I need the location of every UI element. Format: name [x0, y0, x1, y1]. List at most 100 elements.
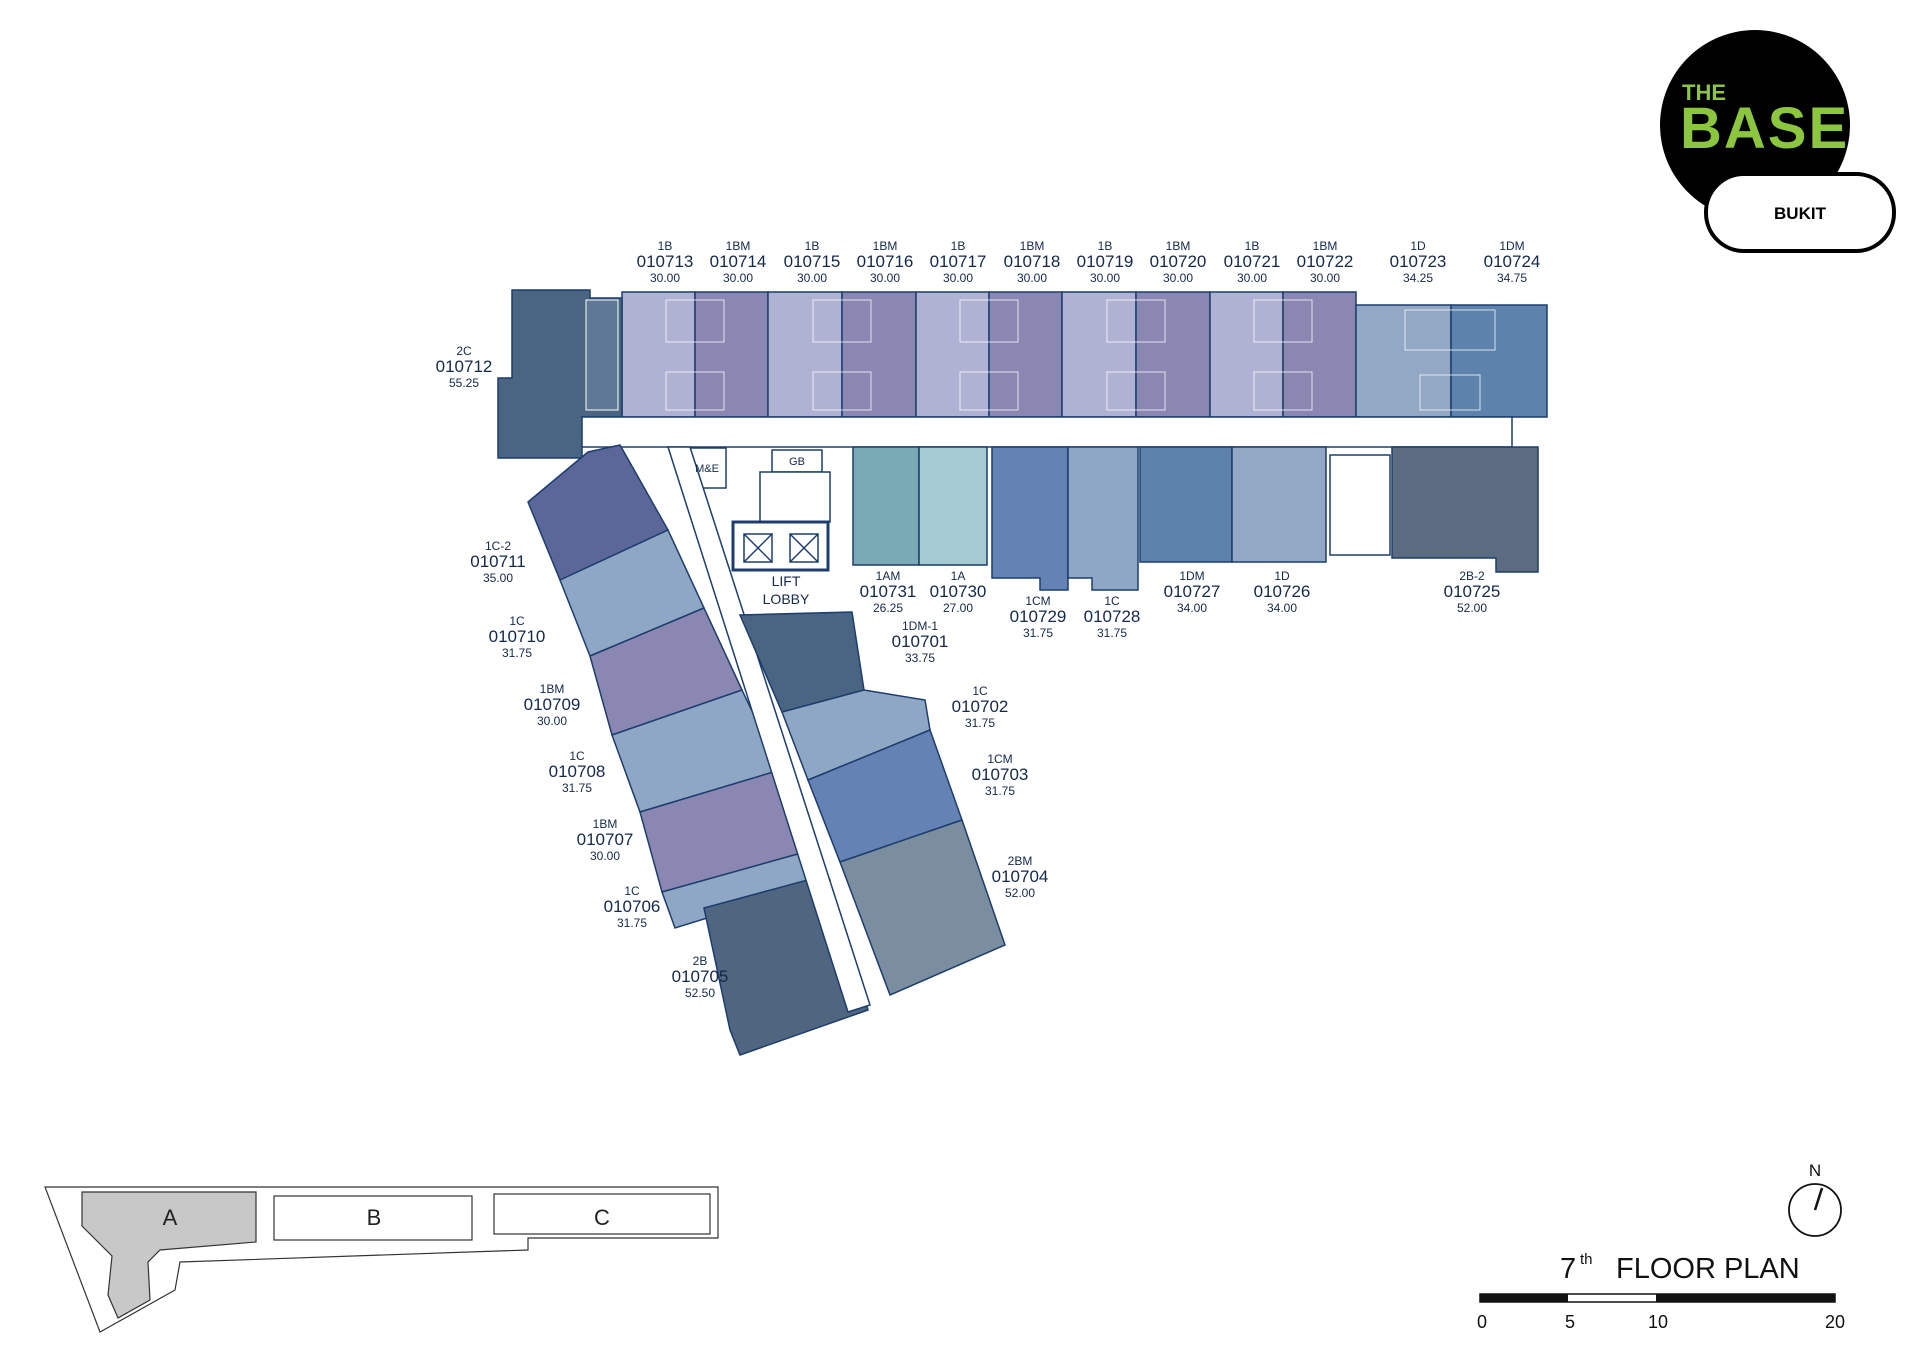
unit-010717[interactable] [915, 291, 990, 418]
unit-area: 27.00 [943, 601, 973, 615]
lift-2 [789, 533, 819, 563]
unit-010724[interactable] [1450, 304, 1548, 418]
scale-20: 20 [1825, 1312, 1845, 1332]
building [497, 289, 1548, 1056]
unit-area: 30.00 [650, 271, 680, 285]
unit-code: 010710 [489, 627, 546, 646]
unit-type: 1C [1104, 594, 1120, 608]
unit-area: 31.75 [562, 781, 592, 795]
unit-010711[interactable] [527, 444, 670, 582]
scale-10: 10 [1648, 1312, 1668, 1332]
unit-area: 34.25 [1403, 271, 1433, 285]
unit-area: 33.75 [905, 651, 935, 665]
unit-010721[interactable] [1209, 291, 1284, 418]
east-stair [1329, 454, 1391, 556]
unit-010720[interactable] [1135, 291, 1211, 418]
lift-1 [743, 533, 773, 563]
unit-type: 1C-2 [485, 539, 511, 553]
unit-type: 1C [624, 884, 640, 898]
unit-area: 30.00 [1163, 271, 1193, 285]
unit-code: 010712 [436, 357, 493, 376]
unit-010719[interactable] [1061, 291, 1137, 418]
unit-010729[interactable] [991, 446, 1069, 591]
floor-title-text: FLOOR PLAN [1616, 1253, 1800, 1285]
unit-code: 010719 [1077, 252, 1134, 271]
north-arrow: N [1788, 1161, 1842, 1237]
unit-type: 1CM [1025, 594, 1050, 608]
unit-type: 1BM [1313, 239, 1338, 253]
unit-type: 1D [1410, 239, 1426, 253]
unit-code: 010711 [470, 552, 525, 571]
unit-code: 010721 [1224, 252, 1281, 271]
unit-code: 010708 [549, 762, 606, 781]
unit-type: 1DM [1499, 239, 1524, 253]
floor-title-suffix: th [1580, 1251, 1593, 1268]
unit-type: 1BM [1166, 239, 1191, 253]
unit-code: 010730 [930, 582, 987, 601]
unit-code: 010717 [930, 252, 987, 271]
unit-type: 1BM [593, 817, 618, 831]
unit-area: 31.75 [985, 784, 1015, 798]
unit-code: 010723 [1390, 252, 1447, 271]
unit-type: 1C [569, 749, 585, 763]
unit-area: 34.75 [1497, 271, 1527, 285]
unit-type: 1BM [1020, 239, 1045, 253]
unit-code: 010714 [710, 252, 767, 271]
unit-010730[interactable] [918, 446, 988, 566]
unit-010726[interactable] [1231, 446, 1327, 563]
unit-010728[interactable] [1067, 446, 1139, 591]
unit-code: 010713 [637, 252, 694, 271]
logo-base: BASE [1680, 96, 1849, 161]
unit-010727[interactable] [1139, 446, 1233, 563]
key-label-b: B [367, 1205, 382, 1230]
top-row-bathrooms [665, 299, 1496, 411]
unit-010715[interactable] [767, 291, 843, 418]
unit-010704[interactable] [839, 819, 1006, 997]
brand-logo: THE BASE BUKIT [1660, 30, 1896, 253]
unit-code: 010724 [1484, 252, 1541, 271]
corridor-main [581, 416, 1513, 448]
lift-shafts [731, 520, 830, 572]
unit-010702[interactable] [781, 689, 931, 781]
lift-label-1: LIFT [772, 573, 801, 589]
corridor-diagonal [666, 446, 871, 1013]
unit-010725[interactable] [1391, 446, 1539, 573]
unit-code: 010718 [1004, 252, 1061, 271]
unit-area: 34.00 [1177, 601, 1207, 615]
unit-labels: 1B01071330.001BM01071430.001B01071530.00… [436, 239, 1541, 1000]
unit-type: 1BM [873, 239, 898, 253]
unit-010713[interactable] [621, 291, 696, 418]
unit-area: 34.00 [1267, 601, 1297, 615]
key-block-b[interactable] [273, 1195, 473, 1241]
north-label: N [1809, 1161, 1821, 1180]
unit-010723[interactable] [1355, 304, 1452, 418]
unit-area: 52.00 [1457, 601, 1487, 615]
key-block-a[interactable] [81, 1191, 257, 1319]
unit-code: 010731 [860, 582, 917, 601]
unit-area: 31.75 [502, 646, 532, 660]
unit-type: 2BM [1008, 854, 1033, 868]
unit-010714[interactable] [694, 291, 769, 418]
unit-010731[interactable] [852, 446, 920, 566]
unit-010716[interactable] [841, 291, 917, 418]
unit-area: 52.50 [685, 986, 715, 1000]
unit-area: 26.25 [873, 601, 903, 615]
unit-type: 1B [805, 239, 820, 253]
unit-type: 1B [951, 239, 966, 253]
unit-010718[interactable] [988, 291, 1063, 418]
key-block-c[interactable] [493, 1193, 711, 1235]
gb-label: GB [789, 456, 805, 468]
core-labels: M&E GB LIFT LOBBY [695, 456, 810, 607]
unit-area: 52.00 [1005, 886, 1035, 900]
unit-010722[interactable] [1282, 291, 1357, 418]
